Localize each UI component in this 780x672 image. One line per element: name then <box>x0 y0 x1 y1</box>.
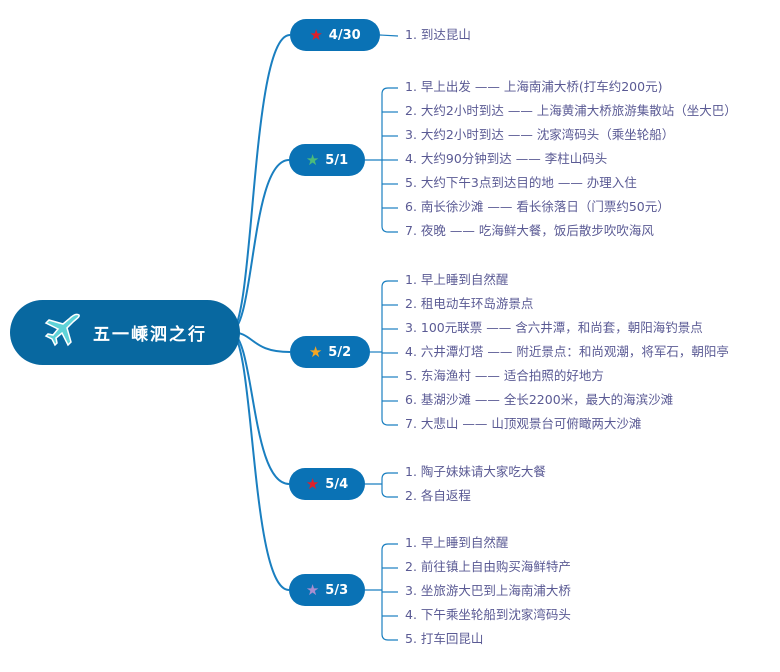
list-item[interactable]: 1. 早上出发 —— 上海南浦大桥(打车约200元) <box>405 79 663 94</box>
item-connector <box>381 472 398 480</box>
root-connector <box>229 331 290 485</box>
list-item[interactable]: 7. 大悲山 —— 山顶观景台可俯瞰两大沙滩 <box>405 416 642 431</box>
item-connector <box>381 633 398 641</box>
star-icon: ★ <box>309 25 323 44</box>
list-item[interactable]: 5. 打车回昆山 <box>405 631 484 646</box>
item-connector <box>381 490 398 498</box>
list-item[interactable]: 5. 东海渔村 —— 适合拍照的好地方 <box>405 368 604 383</box>
list-item[interactable]: 3. 坐旅游大巴到上海南浦大桥 <box>405 583 571 598</box>
date-node-5-1[interactable]: ★ 5/1 <box>289 144 365 176</box>
list-item[interactable]: 2. 各自返程 <box>405 488 471 503</box>
list-item[interactable]: 3. 100元联票 —— 含六井潭，和尚套，朝阳海钓景点 <box>405 320 703 335</box>
list-item[interactable]: 1. 到达昆山 <box>405 27 471 42</box>
date-node-5-2[interactable]: ★ 5/2 <box>290 336 370 368</box>
item-connector <box>381 418 398 426</box>
item-connector <box>379 34 399 37</box>
list-item[interactable]: 4. 大约90分钟到达 —— 李柱山码头 <box>405 151 608 166</box>
node-label: 5/3 <box>325 582 349 598</box>
date-node-5-4[interactable]: ★ 5/4 <box>289 468 365 500</box>
list-item[interactable]: 1. 早上睡到自然醒 <box>405 272 509 287</box>
list-item[interactable]: 1. 陶子妹妹请大家吃大餐 <box>405 464 546 479</box>
list-item[interactable]: 2. 租电动车环岛游景点 <box>405 296 534 311</box>
date-node-4-30[interactable]: ★ 4/30 <box>290 19 380 51</box>
list-item[interactable]: 5. 大约下午3点到达目的地 —— 办理入住 <box>405 175 637 190</box>
node-label: 5/4 <box>325 476 349 492</box>
list-item[interactable]: 1. 早上睡到自然醒 <box>405 535 509 550</box>
list-item[interactable]: 7. 夜晚 —— 吃海鲜大餐，饭后散步吹吹海风 <box>405 223 654 238</box>
star-icon: ★ <box>308 342 323 361</box>
star-icon: ★ <box>305 474 320 493</box>
star-icon: ★ <box>305 150 320 169</box>
item-connector <box>381 87 398 95</box>
node-label: 4/30 <box>328 27 361 43</box>
root-connector <box>229 34 291 333</box>
item-connector <box>381 280 398 288</box>
root-connector <box>229 331 290 591</box>
list-item[interactable]: 4. 六井潭灯塔 —— 附近景点：和尚观潮，将军石，朝阳亭 <box>405 344 729 359</box>
star-icon: ★ <box>305 580 320 599</box>
root-connector <box>229 159 290 333</box>
list-item[interactable]: 4. 下午乘坐轮船到沈家湾码头 <box>405 607 571 622</box>
list-item[interactable]: 6. 基湖沙滩 —— 全长2200米，最大的海滨沙滩 <box>405 392 674 407</box>
list-item[interactable]: 2. 前往镇上自由购买海鲜特产 <box>405 559 571 574</box>
airplane-icon <box>43 310 83 355</box>
list-item[interactable]: 3. 大约2小时到达 —— 沈家湾码头（乘坐轮船） <box>405 127 675 142</box>
date-node-5-3[interactable]: ★ 5/3 <box>289 574 365 606</box>
root-title: 五一嵊泗之行 <box>93 325 207 345</box>
root-node[interactable]: 五一嵊泗之行 <box>10 300 240 365</box>
list-item[interactable]: 6. 南长徐沙滩 —— 看长徐落日（门票约50元） <box>405 199 670 214</box>
node-label: 5/1 <box>325 152 349 168</box>
list-item[interactable]: 2. 大约2小时到达 —— 上海黄浦大桥旅游集散站（坐大巴） <box>405 103 737 118</box>
node-label: 5/2 <box>328 344 352 360</box>
item-connector <box>381 225 398 233</box>
item-connector <box>381 543 398 551</box>
